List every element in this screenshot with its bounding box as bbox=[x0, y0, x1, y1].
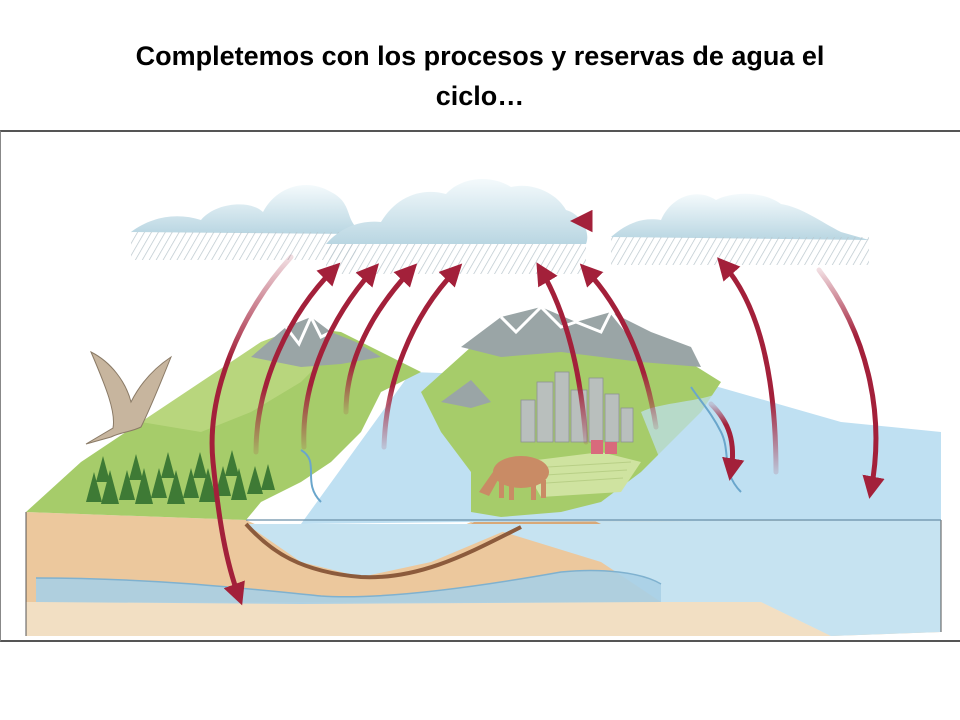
river-left bbox=[300, 449, 322, 503]
title-line-2: ciclo… bbox=[435, 81, 525, 111]
ground-cross-section bbox=[25, 508, 942, 636]
barn bbox=[591, 440, 617, 454]
groundwater-layer bbox=[36, 570, 661, 604]
title-line-1: Completemos con los procesos y reservas … bbox=[135, 41, 825, 71]
arrow-icon bbox=[301, 263, 379, 450]
land-left bbox=[26, 313, 421, 520]
city-icon bbox=[520, 371, 634, 443]
arrow-icon bbox=[536, 262, 589, 445]
arrow-icon bbox=[579, 263, 659, 430]
cow-icon bbox=[479, 456, 549, 500]
mountain-icon bbox=[461, 307, 701, 367]
water-cycle-illustration bbox=[25, 178, 942, 636]
arrow-icon bbox=[381, 263, 463, 450]
cloud-icon bbox=[131, 184, 356, 260]
forest-icon bbox=[86, 450, 275, 504]
water-cycle-diagram bbox=[0, 130, 960, 642]
arrow-icon bbox=[708, 401, 745, 481]
page-title: Completemos con los procesos y reservas … bbox=[40, 36, 920, 116]
arrow-icon bbox=[253, 262, 341, 455]
cloud-icon bbox=[611, 193, 869, 265]
arrow-icon bbox=[343, 263, 418, 415]
rock bbox=[441, 380, 491, 408]
arrow-icon bbox=[816, 267, 885, 499]
eagle-icon bbox=[85, 350, 173, 445]
arrow-icon bbox=[209, 254, 294, 606]
process-arrows bbox=[209, 209, 885, 606]
arrow-icon bbox=[717, 257, 779, 475]
cloud-icon bbox=[326, 178, 588, 274]
mountain-icon bbox=[251, 317, 381, 367]
